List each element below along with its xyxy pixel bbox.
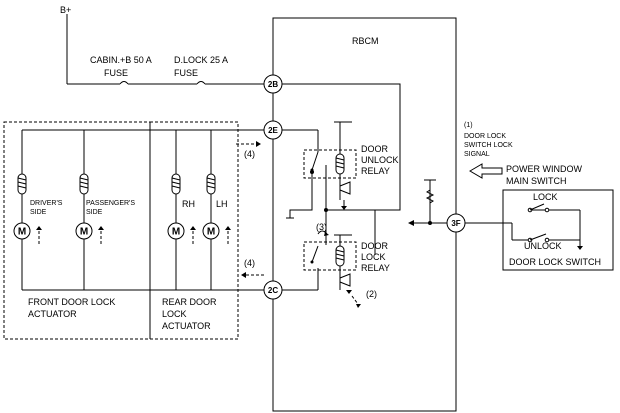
signal-line-1: DOOR LOCK [464, 133, 506, 140]
door-lock-relay: DOOR LOCK RELAY [303, 234, 390, 294]
driver-actuator: DRIVER'S SIDE [13, 173, 63, 244]
cabin-fuse: CABIN.+B 50 A FUSE [90, 55, 197, 85]
pin-2e-label: 2E [268, 126, 278, 135]
cabin-fuse-label: CABIN.+B 50 A [90, 55, 152, 65]
marker-3: (3) [316, 222, 329, 236]
actuator-wiring [21, 129, 264, 291]
pin-2c: 2C [263, 280, 283, 300]
signal-line-2: SWITCH LOCK [464, 142, 513, 149]
rear-group-label-1: REAR DOOR [162, 297, 217, 307]
unlock-relay-label-1: DOOR [361, 144, 389, 154]
rh-label: RH [182, 199, 195, 209]
dls-lock-label: LOCK [533, 192, 558, 202]
marker-4-lower: (4) [241, 258, 264, 278]
passenger-actuator: PASSENGER'S SIDE [75, 173, 135, 244]
front-group-label-2: ACTUATOR [28, 309, 77, 319]
rbcm-module: RBCM [272, 17, 457, 412]
front-group-label-1: FRONT DOOR LOCK [28, 297, 115, 307]
marker-4-upper: (4) [236, 141, 261, 159]
front-group-label: FRONT DOOR LOCK ACTUATOR [28, 297, 115, 319]
dlock-fuse-label-2: FUSE [174, 68, 198, 78]
pin-2b: 2B [263, 74, 283, 94]
bplus-terminal: B+ [60, 5, 120, 85]
unlock-relay-label-3: RELAY [361, 166, 390, 176]
pin-2b-label: 2B [268, 80, 278, 89]
passenger-label-1: PASSENGER'S [86, 200, 135, 207]
rear-group-label: REAR DOOR LOCK ACTUATOR [162, 297, 217, 331]
cabin-fuse-label-2: FUSE [104, 68, 128, 78]
switch-signal-note: (1) DOOR LOCK SWITCH LOCK SIGNAL [464, 122, 513, 179]
front-actuator-box [3, 121, 151, 340]
driver-label-2: SIDE [30, 209, 47, 216]
marker-4-lower-label: (4) [244, 258, 255, 268]
signal-line-3: SIGNAL [464, 151, 490, 158]
marker-4-upper-label: (4) [244, 149, 255, 159]
pin-2c-label: 2C [268, 286, 278, 295]
pin-3f: 3F [446, 213, 466, 233]
signal-num: (1) [464, 122, 473, 129]
marker-2: (2) [351, 289, 377, 308]
rear-group-label-2: LOCK [162, 309, 187, 319]
driver-label-1: DRIVER'S [30, 200, 63, 207]
power-window-main-switch-label: POWER WINDOW MAIN SWITCH [506, 164, 582, 186]
passenger-label-2: SIDE [86, 209, 103, 216]
lock-relay-label-2: LOCK [361, 252, 386, 262]
bplus-label: B+ [60, 5, 71, 15]
marker-3-label: (3) [316, 222, 327, 232]
pin-2e: 2E [263, 120, 283, 140]
lock-relay-label-3: RELAY [361, 263, 390, 273]
marker-2-label: (2) [366, 289, 377, 299]
door-lock-switch: LOCK UNLOCK DOOR LOCK SWITCH [465, 189, 614, 271]
rear-actuator-box [149, 121, 239, 340]
door-unlock-relay: DOOR UNLOCK RELAY [303, 121, 399, 210]
lh-label: LH [216, 199, 228, 209]
unlock-relay-label-2: UNLOCK [361, 155, 399, 165]
dlock-fuse-label: D.LOCK 25 A [174, 55, 228, 65]
pin-3f-label: 3F [451, 219, 460, 228]
rear-lh-actuator: LH [202, 173, 231, 244]
pwms-line-2: MAIN SWITCH [506, 176, 567, 186]
pwms-line-1: POWER WINDOW [506, 164, 582, 174]
rear-rh-actuator: RH [167, 173, 196, 244]
rbcm-title: RBCM [352, 36, 379, 46]
dls-unlock-label: UNLOCK [524, 241, 562, 251]
dls-title: DOOR LOCK SWITCH [509, 257, 601, 267]
lock-relay-label-1: DOOR [361, 241, 389, 251]
dlock-fuse: D.LOCK 25 A FUSE [174, 55, 264, 85]
rear-group-label-3: ACTUATOR [162, 321, 211, 331]
